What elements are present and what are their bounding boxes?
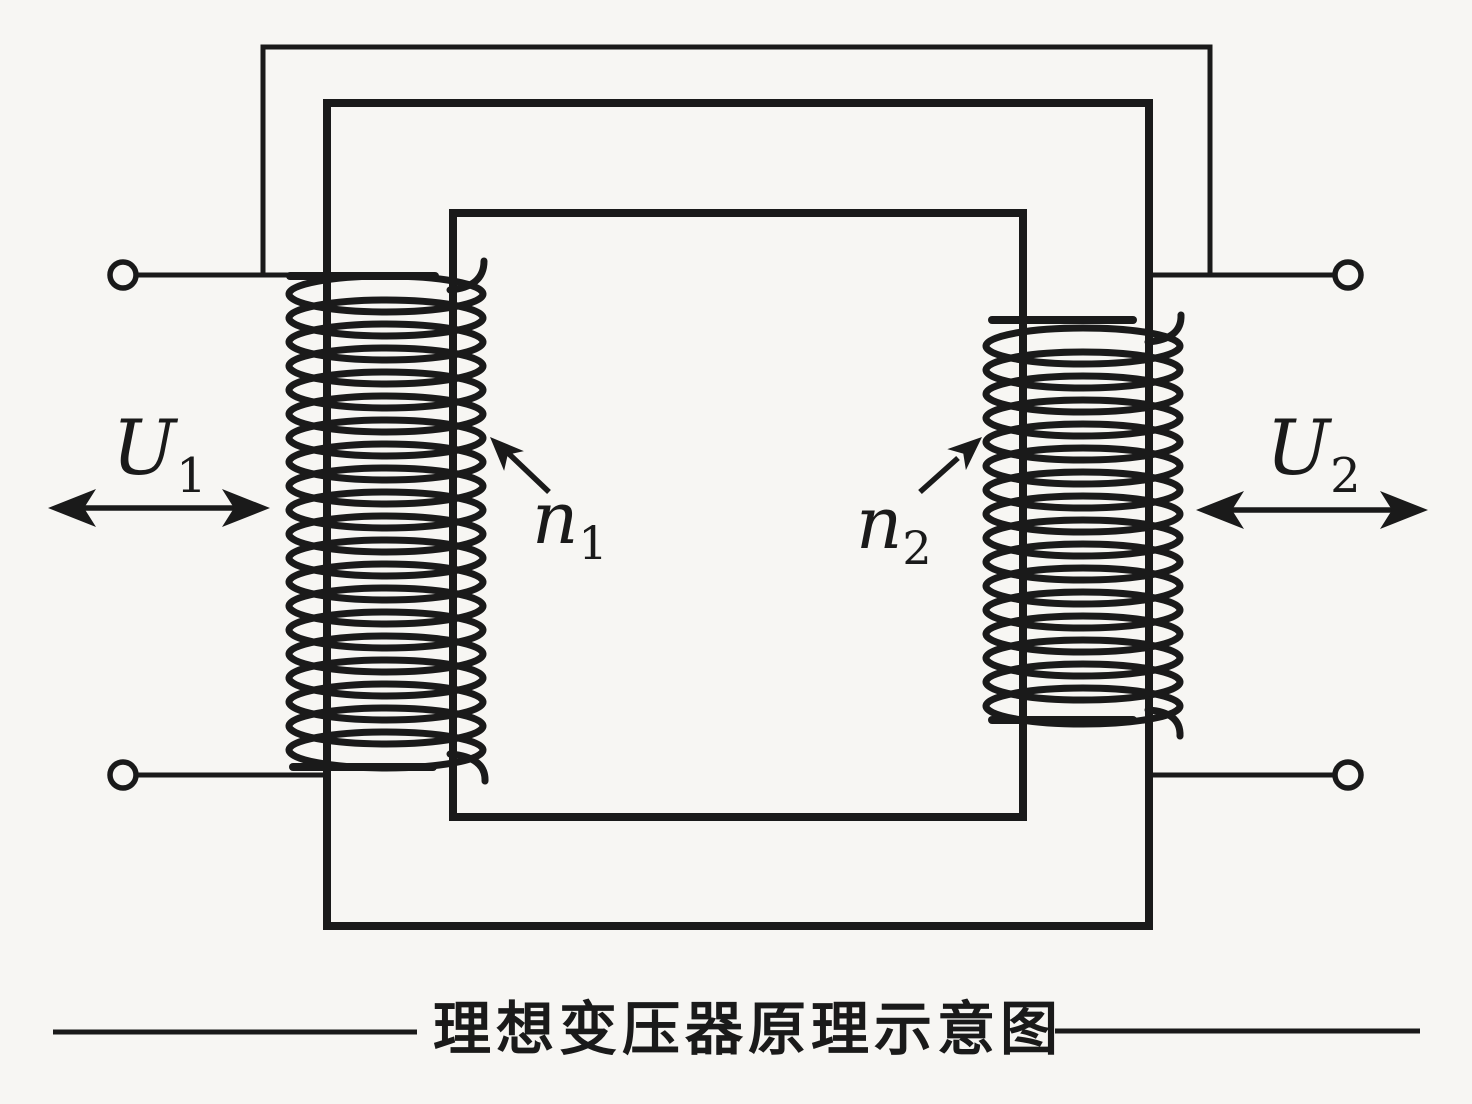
arrow-shaft — [506, 451, 551, 494]
arrow-head-left-icon — [1196, 491, 1244, 529]
label-primary-turns-sub: 1 — [578, 516, 608, 570]
label-primary-turns: n1 — [532, 482, 608, 566]
label-secondary-turns-base: n — [856, 481, 903, 565]
turns-pointer-primary — [490, 437, 551, 494]
voltage-arrow-primary — [48, 489, 270, 527]
arrow-head-right-icon — [1380, 491, 1428, 529]
primary-coil-bottom-hook — [446, 750, 489, 785]
arrow-head-left-icon — [48, 489, 96, 527]
secondary-coil-top-hook — [1144, 311, 1185, 346]
top-connection-wire — [260, 44, 1213, 275]
diagram-caption: 理想变压器原理示意图 — [433, 995, 1064, 1063]
label-primary-turns-base: n — [532, 476, 579, 560]
primary-coil-top-hook — [446, 257, 488, 294]
terminal-top-left-icon — [107, 259, 139, 291]
terminal-bottom-right-icon — [1332, 759, 1364, 791]
arrow-head-icon — [947, 437, 982, 471]
label-primary-voltage: U1 — [112, 410, 207, 501]
label-secondary-turns-sub: 2 — [902, 521, 932, 575]
primary-coil — [289, 257, 489, 785]
secondary-coil-bottom-hook — [1144, 706, 1184, 740]
terminal-top-right-icon — [1332, 259, 1364, 291]
terminal-bottom-left-icon — [107, 759, 139, 791]
arrow-head-icon — [490, 437, 524, 471]
core-outer-rect — [323, 99, 1153, 930]
label-secondary-voltage-base: U — [1266, 403, 1331, 492]
arrow-head-right-icon — [222, 489, 270, 527]
label-secondary-voltage: U2 — [1266, 410, 1361, 501]
secondary-coil — [986, 311, 1185, 740]
label-primary-voltage-sub: 1 — [176, 448, 207, 504]
core-inner-rect — [449, 209, 1027, 821]
label-secondary-voltage-sub: 2 — [1330, 448, 1361, 504]
turns-pointer-secondary — [918, 437, 982, 495]
label-primary-voltage-base: U — [112, 403, 177, 492]
arrow-shaft — [918, 455, 960, 495]
label-secondary-turns: n2 — [856, 487, 932, 571]
voltage-arrow-secondary — [1196, 491, 1428, 529]
